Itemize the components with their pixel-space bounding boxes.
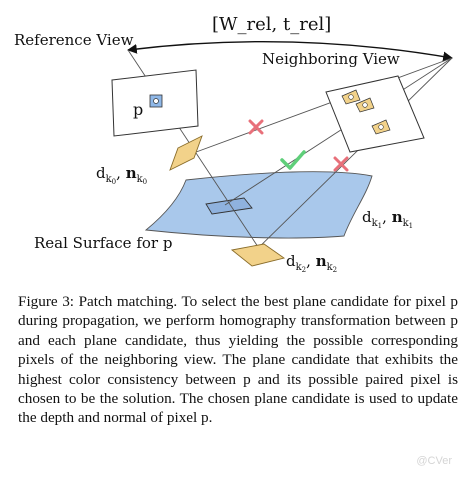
candidate-plane-k2 [230, 243, 286, 267]
reference-view-label: Reference View [14, 31, 134, 49]
surface-patch [205, 197, 253, 215]
candidate-label-k0: dk0, nk0 [96, 164, 147, 186]
candidate-label-k2: dk2, nk2 [286, 252, 337, 274]
cross-marker-k0 [248, 119, 264, 135]
real-surface [144, 171, 373, 239]
real-surface-label: Real Surface for p [34, 234, 172, 252]
candidate-label-k1: dk1, nk1 [362, 208, 413, 230]
neighbor-patch-3 [371, 119, 391, 135]
pixel-p-label: p [133, 100, 143, 119]
watermark: @CVer [416, 455, 452, 467]
neighboring-image-plane [325, 75, 425, 153]
figure-caption: Figure 3: Patch matching. To select the … [18, 293, 458, 427]
neighbor-patch-1 [341, 89, 361, 105]
patch-matching-figure: [W_rel, t_rel] Reference View Neighborin… [14, 14, 453, 274]
candidate-plane-k0 [169, 135, 203, 171]
relative-pose-label: [W_rel, t_rel] [212, 14, 331, 35]
relative-pose-arrow [127, 40, 453, 62]
check-marker-k1 [280, 150, 306, 170]
cross-marker-k2 [333, 156, 349, 172]
neighboring-view-label: Neighboring View [262, 50, 400, 68]
neighbor-patch-2 [355, 97, 375, 113]
